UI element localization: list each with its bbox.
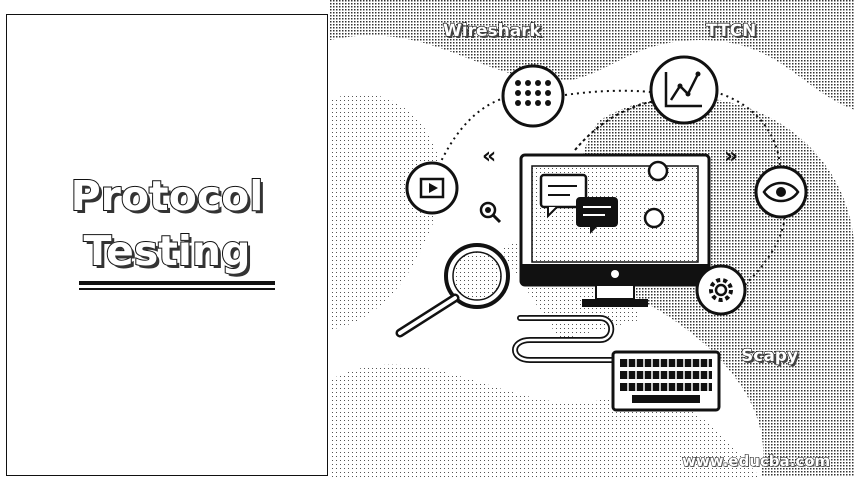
magnifier-icon — [395, 243, 510, 338]
tool-label-ttcn: TTCN — [705, 20, 757, 41]
gear-icon — [695, 264, 747, 316]
title-panel: Protocol Testing — [6, 14, 328, 476]
line-chart-icon — [649, 55, 719, 125]
arc-lower-right — [744, 211, 786, 286]
tool-label-scapy: Scapy — [740, 345, 799, 366]
page-title-line2: Testing — [83, 227, 252, 275]
chevron-right-icon: » — [724, 144, 738, 169]
halftone-top — [330, 0, 855, 110]
page-title-line1: Protocol — [70, 172, 265, 220]
search-icon — [479, 201, 502, 224]
title-underline — [79, 281, 275, 285]
chat-bubble-icon — [539, 173, 618, 234]
halftone-bottom — [330, 364, 760, 477]
arc-top — [564, 89, 651, 96]
website-watermark: www.educba.com — [681, 452, 831, 471]
arc-link — [574, 99, 661, 151]
keyboard-icon — [611, 350, 721, 412]
eye-icon — [754, 165, 808, 219]
halftone-left — [330, 93, 442, 330]
cable-inner — [513, 316, 622, 362]
arc-right — [714, 91, 781, 171]
node-dot — [643, 207, 665, 229]
node-dot — [647, 160, 669, 182]
play-icon — [405, 161, 459, 215]
grid-dots-icon — [501, 64, 565, 128]
arc-left — [431, 93, 541, 183]
tool-label-wireshark: Wireshark — [442, 20, 541, 41]
chevron-left-icon: « — [482, 144, 496, 169]
